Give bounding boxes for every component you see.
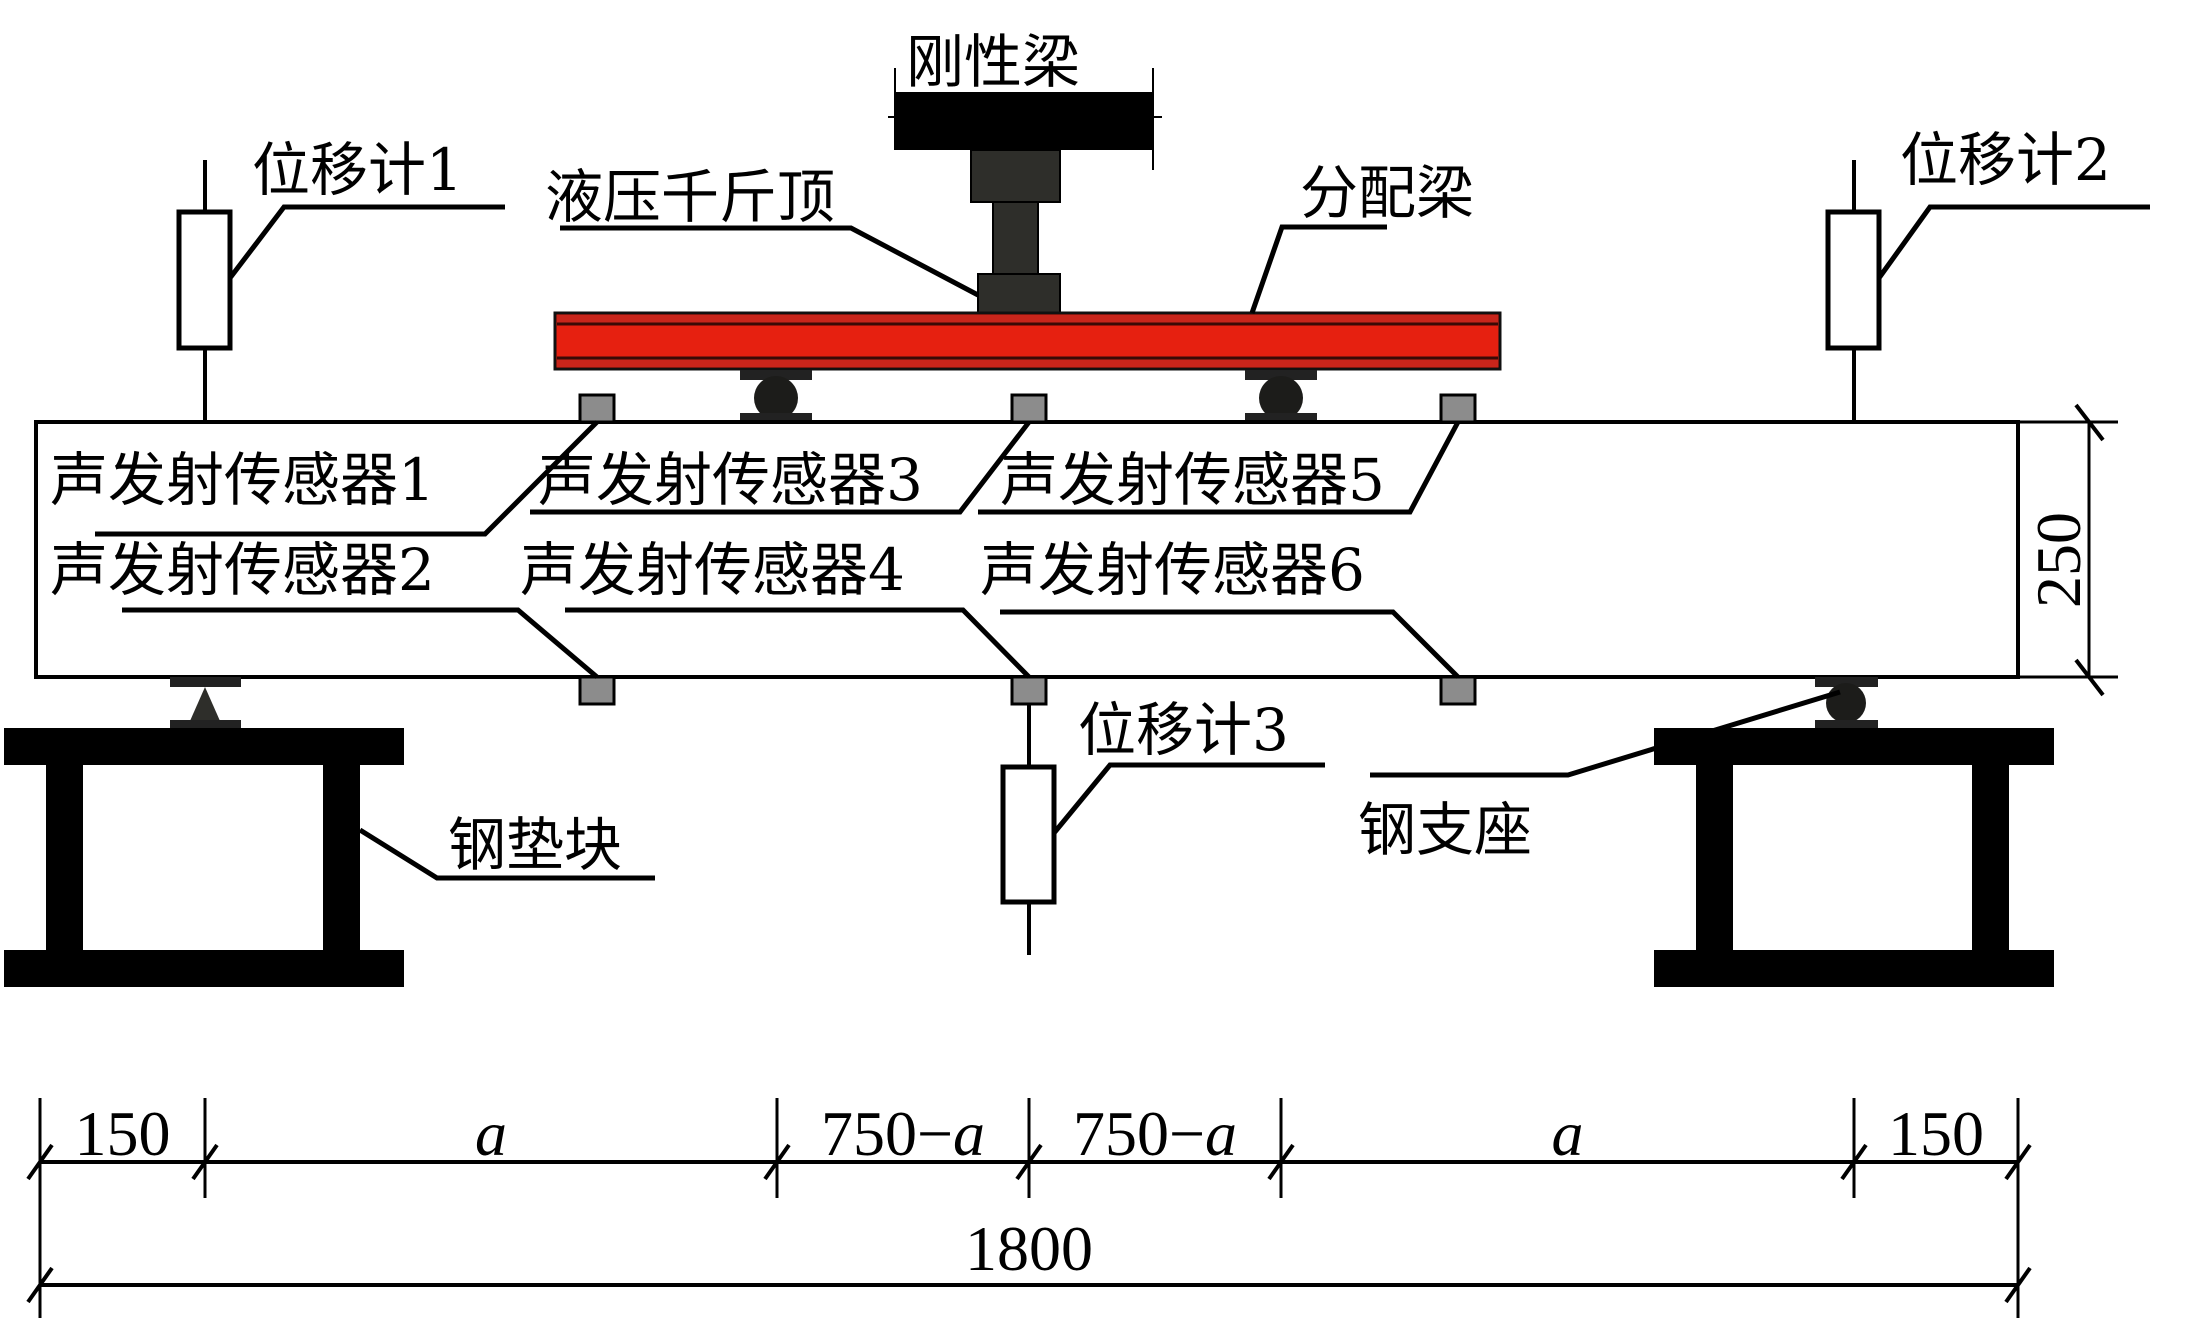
steel-block-right	[1654, 728, 2054, 987]
ae-sensor-2-leader	[122, 607, 599, 679]
ae-sensor-6-label: 声发射传感器6	[980, 536, 1365, 604]
ae-sensor-4-label: 声发射传感器4	[520, 536, 905, 604]
dimension-segment-label: 750−a	[1073, 1098, 1237, 1169]
ae-sensor-1-leader	[95, 420, 599, 537]
ae-sensor-1-label: 声发射传感器1	[50, 446, 435, 514]
ae-sensor-2	[578, 675, 616, 706]
ae-sensor-2-label: 声发射传感器2	[50, 536, 435, 604]
dimension-segment-label: a	[475, 1098, 507, 1169]
ae-sensor-5-leader	[978, 420, 1461, 515]
dimension-tick	[1840, 1143, 1868, 1181]
dimension-tick	[1267, 1143, 1295, 1181]
roller-support-right	[1815, 677, 1878, 730]
ae-sensor-5-label: 声发射传感器5	[1000, 446, 1385, 514]
ae-sensor-3	[1010, 393, 1048, 424]
lvdt-1	[176, 160, 233, 422]
dimension-segment-label: 150	[75, 1098, 171, 1169]
total-length-dimension	[26, 1098, 2032, 1318]
dimension-chain: 150 a 750−a 750−a a 150	[26, 1098, 2032, 1198]
lvdt-3-label: 位移计3	[1078, 696, 1289, 764]
height-dimension-label: 250	[2023, 512, 2094, 608]
ae-sensor-5	[1439, 393, 1477, 424]
steel-support-leader	[1370, 689, 1841, 778]
ae-sensor-3-label: 声发射传感器3	[538, 446, 923, 514]
steel-block-leader	[358, 827, 655, 881]
rigid-beam	[888, 68, 1162, 170]
ae-sensor-1	[578, 393, 616, 424]
height-dimension	[2003, 403, 2118, 697]
steel-block-label: 钢垫块	[448, 811, 622, 879]
loading-roller-right	[1245, 370, 1317, 423]
distribution-beam	[553, 311, 1502, 371]
hydraulic-jack-leader	[560, 225, 980, 298]
lvdt-1-label: 位移计1	[252, 136, 463, 204]
lvdt-2-label: 位移计2	[1900, 126, 2111, 194]
pin-support-left	[170, 677, 241, 730]
steel-support-label: 钢支座	[1358, 796, 1532, 864]
loading-roller-left	[740, 370, 812, 423]
lvdt-1-leader	[228, 204, 505, 280]
distribution-beam-leader	[1249, 224, 1387, 314]
ae-sensor-4-leader	[565, 607, 1031, 679]
dimension-tick	[1015, 1143, 1043, 1181]
distribution-beam-label: 分配梁	[1300, 159, 1474, 227]
lvdt-2-leader	[1876, 204, 2150, 280]
ae-sensor-4	[1010, 675, 1048, 706]
dimension-segment-label: a	[1552, 1098, 1584, 1169]
dimension-tick	[763, 1143, 791, 1181]
rigid-beam-label: 刚性梁	[906, 28, 1080, 96]
ae-sensor-6	[1439, 675, 1477, 706]
ae-sensor-6-leader	[1000, 609, 1460, 679]
lvdt-3-leader	[1052, 762, 1325, 835]
steel-block-left	[4, 728, 404, 987]
total-length-label: 1800	[965, 1213, 1093, 1284]
dimension-tick	[191, 1143, 219, 1181]
lvdt-3	[1000, 704, 1057, 955]
lvdt-2	[1825, 160, 1882, 422]
dimension-segment-label: 150	[1888, 1098, 1984, 1169]
dimension-segment-label: 750−a	[821, 1098, 985, 1169]
hydraulic-jack	[970, 149, 1061, 315]
hydraulic-jack-label: 液压千斤顶	[545, 163, 835, 231]
ae-sensor-3-leader	[530, 420, 1031, 515]
